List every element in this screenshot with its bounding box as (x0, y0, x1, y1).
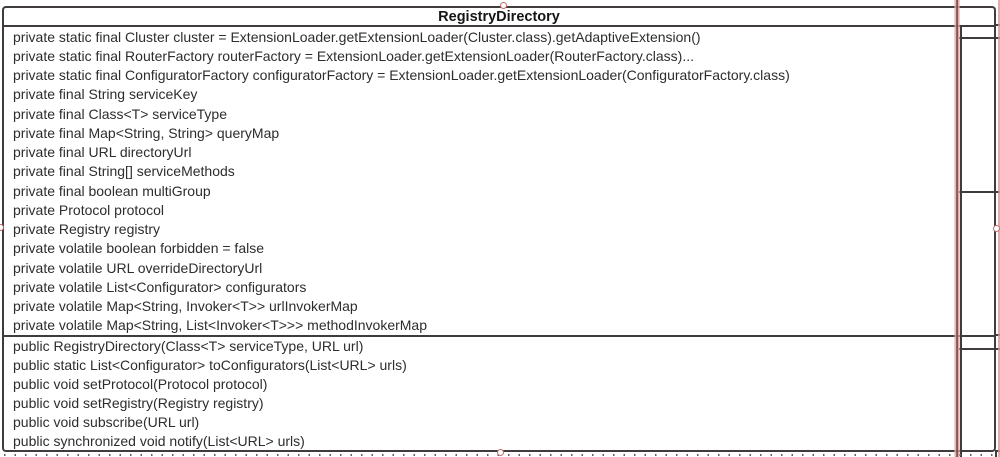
field-row: private Protocol protocol (4, 200, 994, 219)
field-row: private volatile URL overrideDirectoryUr… (4, 258, 994, 277)
field-text: private volatile URL overrideDirectoryUr… (13, 259, 263, 276)
field-row: private Registry registry (4, 220, 994, 239)
relationship-edge-vertical[interactable] (953, 0, 960, 457)
field-row: private final boolean multiGroup (4, 181, 994, 200)
field-text: private Registry registry (13, 221, 161, 238)
neighbor-shape-divider (959, 191, 1000, 193)
field-text: private final boolean multiGroup (13, 182, 211, 199)
field-row: private final String serviceKey (4, 85, 994, 104)
field-text: private final Class<T> serviceType (13, 105, 227, 122)
field-text: private static final ConfiguratorFactory… (13, 67, 790, 84)
field-row: private volatile Map<String, List<Invoke… (4, 316, 994, 335)
neighbor-shape-left-border (959, 25, 962, 457)
methods-section: public RegistryDirectory(Class<T> servic… (4, 337, 994, 450)
field-text: private final String serviceKey (13, 86, 198, 103)
field-text: private volatile boolean forbidden = fal… (13, 240, 265, 257)
method-row: public RegistryDirectory(Class<T> servic… (4, 337, 994, 356)
field-row: private final Map<String, String> queryM… (4, 123, 994, 142)
method-text: public void setProtocol(Protocol protoco… (13, 376, 268, 393)
method-row: public void setProtocol(Protocol protoco… (4, 375, 994, 394)
method-text: public RegistryDirectory(Class<T> servic… (13, 338, 364, 355)
method-text: public void subscribe(URL url) (13, 413, 200, 430)
method-row: public void setRegistry(Registry registr… (4, 393, 994, 412)
field-text: private static final Cluster cluster = E… (13, 28, 701, 45)
class-title: RegistryDirectory (4, 8, 994, 27)
method-row: public void subscribe(URL url) (4, 412, 994, 431)
field-text: private final URL directoryUrl (13, 144, 192, 161)
field-row: private static final ConfiguratorFactory… (4, 66, 994, 85)
field-row: private final URL directoryUrl (4, 143, 994, 162)
method-text: public void setRegistry(Registry registr… (13, 394, 264, 411)
fields-section: private static final Cluster cluster = E… (4, 27, 994, 335)
fields-methods-divider (4, 335, 994, 337)
neighbor-shape-divider (959, 347, 1000, 350)
field-text: private final Map<String, String> queryM… (13, 124, 280, 141)
method-text: public synchronized void notify(List<URL… (13, 432, 305, 449)
field-text: private final String[] serviceMethods (13, 163, 235, 180)
connection-anchor-top[interactable] (499, 1, 507, 9)
connection-anchor-bottom[interactable] (496, 449, 504, 456)
neighbor-shape-divider (959, 37, 1000, 39)
connection-anchor-left[interactable] (0, 223, 4, 231)
field-text: private Protocol protocol (13, 201, 164, 218)
field-text: private static final RouterFactory route… (13, 47, 695, 64)
field-text: private volatile List<Configurator> conf… (13, 278, 307, 295)
method-text: public static List<Configurator> toConfi… (13, 357, 407, 374)
connection-anchor-right[interactable] (993, 224, 1000, 232)
field-row: private static final Cluster cluster = E… (4, 27, 994, 46)
field-row: private volatile boolean forbidden = fal… (4, 239, 994, 258)
method-row: public static List<Configurator> toConfi… (4, 356, 994, 375)
uml-class-box-registry-directory[interactable]: RegistryDirectory private static final C… (2, 6, 996, 452)
field-row: private static final RouterFactory route… (4, 46, 994, 65)
field-row: private volatile List<Configurator> conf… (4, 277, 994, 296)
field-row: private final Class<T> serviceType (4, 104, 994, 123)
method-row: public synchronized void notify(List<URL… (4, 431, 994, 450)
field-row: private volatile Map<String, Invoker<T>>… (4, 297, 994, 316)
field-text: private volatile Map<String, Invoker<T>>… (13, 298, 358, 315)
field-row: private final String[] serviceMethods (4, 162, 994, 181)
field-text: private volatile Map<String, List<Invoke… (13, 317, 427, 334)
